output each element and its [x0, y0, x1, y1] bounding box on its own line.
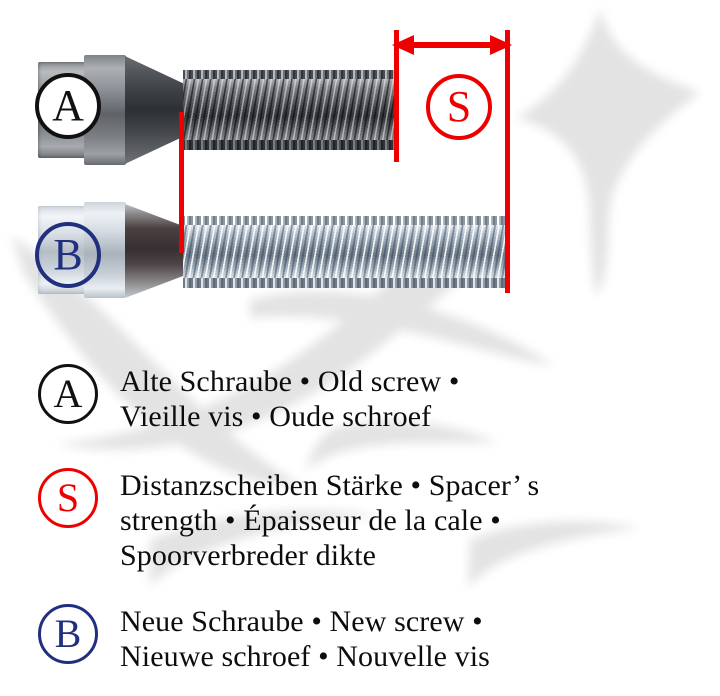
spacer-dimension-arrow-icon: [392, 35, 512, 55]
legend-line: Neue Schraube • New screw •: [120, 605, 483, 638]
bolt-b-cone-seat: [125, 204, 187, 298]
bolt-a-thread-crest-bottom: [183, 140, 397, 150]
diagram-marker-s: S: [426, 74, 492, 140]
legend-row-a: A Alte Schraube • Old screw • Vieille vi…: [0, 364, 720, 434]
legend-line: Alte Schraube • Old screw •: [120, 365, 460, 398]
bolt-a-thread-crest-top: [183, 70, 397, 79]
legend-line: strength • Épaisseur de la cale •: [120, 504, 501, 538]
bolt-a-threaded-shaft: [183, 70, 397, 150]
bolt-b-thread-crest-bottom: [183, 278, 509, 288]
legend-text-a: Alte Schraube • Old screw • Vieille vis …: [120, 364, 459, 434]
bolt-b-threaded-shaft: [183, 216, 509, 288]
legend-line: Nieuwe schroef • Nouvelle vis: [120, 640, 490, 674]
legend-text-s: Distanzscheiben Stärke • Spacer’ s stren…: [120, 468, 539, 573]
legend-row-s: S Distanzscheiben Stärke • Spacer’ s str…: [0, 468, 720, 573]
bolt-b-head-body: [84, 202, 126, 298]
bolt-a-head-body: [84, 55, 126, 165]
legend-line: Distanzscheiben Stärke • Spacer’ s: [120, 469, 540, 502]
legend-line: Vieille vis • Oude schroef: [120, 400, 432, 434]
bolt-b-thread-crest-top: [183, 216, 509, 225]
bolt-b-head-flange: [38, 206, 93, 294]
legend: A Alte Schraube • Old screw • Vieille vi…: [0, 352, 720, 696]
legend-badge-a: A: [38, 364, 98, 424]
legend-badge-s: S: [38, 468, 98, 528]
bolt-a-cone-seat: [125, 56, 187, 164]
legend-text-b: Neue Schraube • New screw • Nieuwe schro…: [120, 604, 490, 674]
legend-badge-b: B: [38, 604, 98, 664]
bolt-b-thread-pattern: [183, 216, 509, 288]
legend-row-b: B Neue Schraube • New screw • Nieuwe sch…: [0, 604, 720, 674]
legend-line: Spoorverbreder dikte: [120, 539, 377, 573]
bolt-a-thread-pattern: [183, 70, 397, 150]
bolt-comparison-diagram: A B S: [35, 30, 512, 298]
measurement-annotations: A B S: [35, 30, 512, 293]
